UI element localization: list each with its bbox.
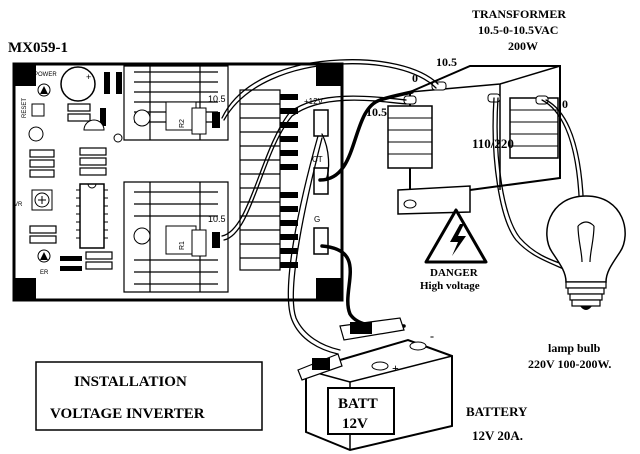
installation-title-box: INSTALLATION VOLTAGE INVERTER [35, 361, 263, 431]
terminal-g-label: G [314, 215, 320, 224]
terminal-g [313, 227, 329, 255]
svg-text:+: + [86, 72, 91, 82]
installation-line2: VOLTAGE INVERTER [50, 406, 205, 422]
vr-label: VR [14, 202, 23, 208]
danger-sign: DANGER High voltage [420, 208, 488, 292]
ic-chip [79, 183, 105, 249]
battery-caption1: BATTERY [466, 404, 528, 419]
reset-label: RESET [22, 98, 28, 118]
lamp-line1: lamp bulb [548, 341, 601, 355]
r1-label: R1 [179, 241, 186, 250]
board-out-bottom-label: 10.5 [208, 214, 226, 224]
er-label: ER [40, 270, 49, 276]
transformer-tap-0-left: 0 [412, 71, 418, 85]
terminal-plus12v [313, 109, 329, 137]
terminal-ct-label: CT [312, 155, 323, 164]
transformer-tap-10-5-left: 10.5 [366, 105, 387, 119]
board-model-label: MX059-1 [8, 40, 68, 56]
r2-label: R2 [179, 119, 186, 128]
battery-plus: + [392, 361, 399, 375]
transformer-rating: 10.5-0-10.5VAC [478, 23, 558, 37]
lamp-line2: 220V 100-200W. [528, 357, 611, 371]
transformer-title: TRANSFORMER [472, 7, 566, 21]
transformer: TRANSFORMER 10.5-0-10.5VAC 200W 10.5 0 1… [366, 7, 568, 215]
transformer-tap-0-right: 0 [562, 97, 568, 111]
transformer-tap-10-5-top: 10.5 [436, 55, 457, 69]
board-out-top-label: 10.5 [208, 94, 226, 104]
battery: - + BATT 12V BATTERY 12V 20A. [297, 317, 528, 452]
battery-caption2: 12V 20A. [472, 428, 523, 443]
power-label: POWER [34, 72, 57, 78]
capacitor-icon [60, 66, 96, 102]
pcb-board: MX059-1 + POWER RESET [8, 40, 344, 302]
danger-line2: High voltage [420, 280, 480, 292]
mosfet-bank [239, 89, 281, 271]
lamp-bulb: lamp bulb 220V 100-200W. [528, 195, 626, 371]
battery-minus: - [430, 329, 434, 343]
danger-line1: DANGER [430, 267, 479, 279]
battery-label1: BATT [338, 396, 378, 412]
installation-line1: INSTALLATION [74, 374, 187, 390]
transformer-power: 200W [508, 39, 538, 53]
battery-label2: 12V [342, 416, 368, 432]
lightning-icon [450, 224, 466, 256]
